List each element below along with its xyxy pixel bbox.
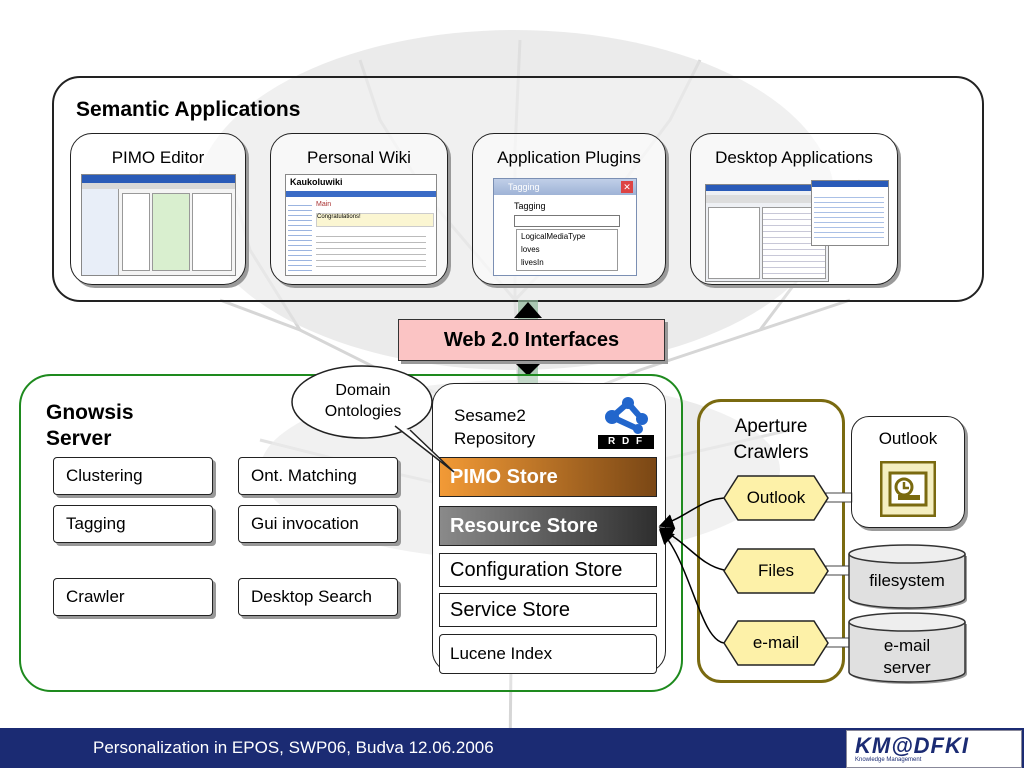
km-dfki-logo-text: KM@DFKI bbox=[855, 733, 969, 758]
domain-line1: Domain bbox=[335, 382, 391, 399]
aperture-crawlers-title: Aperture Crawlers bbox=[697, 414, 845, 466]
second-window-screenshot bbox=[811, 180, 889, 246]
personal-wiki-card[interactable]: Personal Wiki Kaukoluwiki Main Congratul… bbox=[270, 133, 448, 285]
tagging-input[interactable] bbox=[514, 215, 620, 227]
tagging-option[interactable]: LogicalMediaType bbox=[521, 232, 586, 241]
files-crawler-label: Files bbox=[758, 561, 794, 580]
service-store[interactable]: Service Store bbox=[439, 593, 657, 627]
outlook-source-label: Outlook bbox=[878, 429, 938, 448]
pimo-store[interactable]: PIMO Store bbox=[439, 457, 657, 497]
tagging-dialog-title: Tagging bbox=[494, 179, 636, 195]
gnowsis-title-line2: Server bbox=[46, 427, 112, 450]
email-server-cylinder bbox=[848, 612, 967, 684]
email-crawler[interactable]: e-mail bbox=[722, 619, 830, 667]
outlook-icon bbox=[879, 460, 937, 518]
km-dfki-logo-sub: Knowledge Management bbox=[855, 757, 922, 763]
km-dfki-logo: KM@DFKI Knowledge Management bbox=[846, 730, 1022, 768]
semantic-applications-title: Semantic Applications bbox=[76, 98, 301, 121]
filesystem-label: filesystem bbox=[869, 571, 945, 590]
desktop-applications-label: Desktop Applications bbox=[715, 148, 873, 167]
pimo-editor-screenshot bbox=[81, 174, 236, 276]
tagging-option[interactable]: loves bbox=[521, 245, 540, 254]
outlook-source[interactable]: Outlook bbox=[851, 416, 965, 528]
footer-bar: Personalization in EPOS, SWP06, Budva 12… bbox=[0, 728, 1024, 768]
clustering-box[interactable]: Clustering bbox=[53, 457, 213, 495]
tagging-box[interactable]: Tagging bbox=[53, 505, 213, 543]
sesame-repository-title: Sesame2 Repository bbox=[454, 404, 535, 450]
email-server-line2: server bbox=[883, 658, 931, 677]
desktop-applications-card[interactable]: Desktop Applications bbox=[690, 133, 898, 285]
tagging-dialog: Tagging ✕ Tagging LogicalMediaType loves… bbox=[493, 178, 637, 276]
rdf-logo-text: R D F bbox=[598, 435, 654, 449]
domain-line2: Ontologies bbox=[324, 403, 402, 420]
ont-matching-box[interactable]: Ont. Matching bbox=[238, 457, 398, 495]
resource-store[interactable]: Resource Store bbox=[439, 506, 657, 546]
wiki-heading: Main bbox=[316, 201, 332, 208]
close-icon: ✕ bbox=[621, 181, 633, 193]
domain-ontologies-bubble: Domain Ontologies bbox=[296, 380, 430, 422]
desktop-search-box[interactable]: Desktop Search bbox=[238, 578, 398, 616]
tagging-option[interactable]: livesIn bbox=[521, 258, 544, 267]
rdf-logo-icon: R D F bbox=[598, 395, 654, 449]
pimo-editor-card[interactable]: PIMO Editor bbox=[70, 133, 246, 285]
tagging-suggestion-list[interactable]: LogicalMediaType loves livesIn bbox=[516, 229, 618, 271]
pimo-editor-label: PIMO Editor bbox=[111, 148, 205, 167]
gnowsis-title-line1: Gnowsis bbox=[46, 401, 134, 424]
filesystem-cylinder bbox=[848, 544, 967, 610]
crawler-box[interactable]: Crawler bbox=[53, 578, 213, 616]
email-server-label: e-mail server bbox=[848, 635, 966, 679]
files-crawler[interactable]: Files bbox=[722, 547, 830, 595]
outlook-crawler[interactable]: Outlook bbox=[722, 474, 830, 522]
sesame-line2: Repository bbox=[454, 429, 536, 448]
configuration-store[interactable]: Configuration Store bbox=[439, 553, 657, 587]
wiki-logo: Kaukoluwiki bbox=[290, 177, 343, 187]
tagging-field-label: Tagging bbox=[514, 201, 546, 211]
gnowsis-server-title: Gnowsis Server bbox=[46, 400, 134, 452]
email-crawler-shape bbox=[723, 620, 829, 666]
application-plugins-label: Application Plugins bbox=[497, 148, 641, 167]
aperture-title-line1: Aperture bbox=[734, 416, 808, 437]
footer-text: Personalization in EPOS, SWP06, Budva 12… bbox=[93, 738, 494, 757]
personal-wiki-screenshot: Kaukoluwiki Main Congratulations! bbox=[285, 174, 437, 276]
outlook-crawler-label: Outlook bbox=[746, 488, 806, 507]
outlook-crawler-shape bbox=[723, 475, 829, 521]
gui-invocation-box[interactable]: Gui invocation bbox=[238, 505, 398, 543]
wiki-subheading: Congratulations! bbox=[316, 213, 434, 227]
lucene-index[interactable]: Lucene Index bbox=[439, 634, 657, 674]
email-server-line1: e-mail bbox=[883, 636, 931, 655]
web20-interfaces-box[interactable]: Web 2.0 Interfaces bbox=[398, 319, 665, 361]
personal-wiki-label: Personal Wiki bbox=[307, 148, 411, 167]
aperture-title-line2: Crawlers bbox=[733, 442, 809, 463]
sesame-line1: Sesame2 bbox=[454, 406, 526, 425]
files-crawler-shape bbox=[723, 548, 829, 594]
email-crawler-label: e-mail bbox=[752, 633, 800, 652]
application-plugins-card[interactable]: Application Plugins Tagging ✕ Tagging Lo… bbox=[472, 133, 666, 285]
